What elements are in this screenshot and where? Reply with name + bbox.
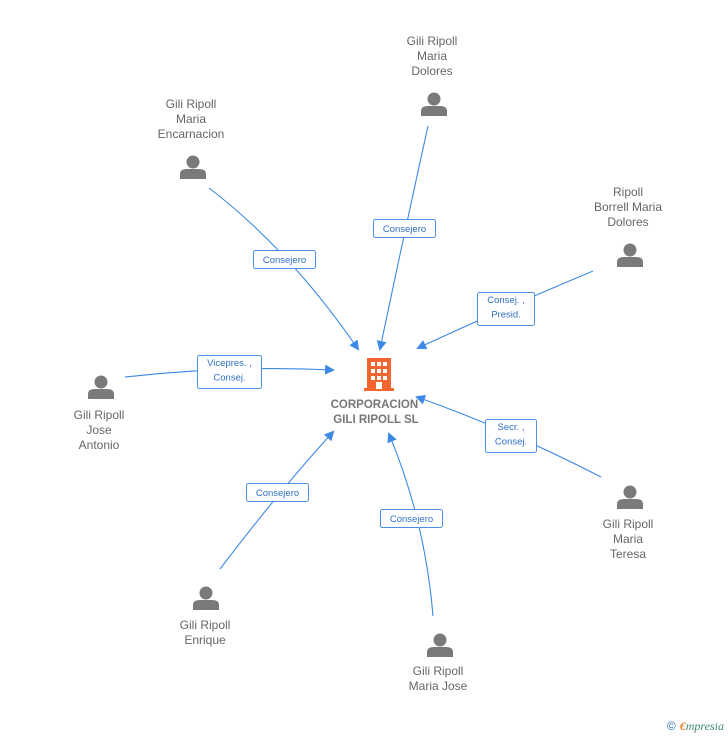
role-box (380, 509, 443, 528)
role-label-maria-encarnacion[interactable]: Consejero (253, 250, 316, 269)
role-label-ripoll-borrell[interactable]: Consej. , Presid. (477, 292, 535, 326)
role-box (485, 419, 537, 453)
person-icon (193, 586, 219, 610)
edges (124, 125, 602, 617)
person-icon (421, 92, 447, 116)
role-text-line: Consejero (383, 224, 426, 235)
person-icon (180, 155, 206, 179)
role-box (253, 250, 316, 269)
person-name-line: Maria (176, 112, 206, 126)
person-icon (617, 243, 643, 267)
building-icon (364, 358, 394, 391)
role-label-maria-dolores[interactable]: Consejero (373, 219, 436, 238)
role-text-line: Consejero (263, 255, 306, 266)
person-name-line: Antonio (79, 438, 120, 452)
role-box (373, 219, 436, 238)
person-name-line: Borrell Maria (594, 200, 662, 214)
copyright-symbol: © (666, 719, 676, 733)
role-box (197, 355, 262, 389)
person-name-line: Dolores (607, 215, 648, 229)
person-name-line: Gili Ripoll (413, 664, 464, 678)
role-text-line: Consejero (390, 514, 433, 525)
role-text-line: Consej. , (487, 295, 525, 306)
person-name-line: Teresa (610, 547, 646, 561)
person-name-line: Gili Ripoll (166, 97, 217, 111)
person-name-line: Gili Ripoll (407, 34, 458, 48)
person-name-line: Maria (417, 49, 447, 63)
role-label-enrique[interactable]: Consejero (246, 483, 309, 502)
person-name-line: Maria Jose (409, 679, 468, 693)
person-icon (427, 633, 453, 657)
person-name-line: Gili Ripoll (74, 408, 125, 422)
brand-initial: € (679, 719, 686, 733)
role-text-line: Consej. (213, 373, 245, 384)
role-text: Consejero (263, 255, 306, 266)
person-name-line: Gili Ripoll (180, 618, 231, 632)
role-label-jose-antonio[interactable]: Vicepres. , Consej. (197, 355, 262, 389)
person-name-line: Ripoll (613, 185, 643, 199)
role-text-line: Consej. (495, 437, 527, 448)
role-box (246, 483, 309, 502)
role-text-line: Consejero (256, 488, 299, 499)
person-name-line: Enrique (184, 633, 226, 647)
role-text: Consejero (383, 224, 426, 235)
role-text: Consejero (256, 488, 299, 499)
person-icon (617, 485, 643, 509)
person-name-line: Jose (86, 423, 112, 437)
role-box (477, 292, 535, 326)
empresia-watermark: ©€mpresia (667, 719, 724, 734)
company-name-line: CORPORACION (331, 399, 419, 411)
company-name-line: GILI RIPOLL SL (333, 414, 418, 426)
role-text: Consej. , Presid. (487, 295, 525, 321)
role-text-line: Vicepres. , (207, 358, 252, 369)
company-name: CORPORACION GILI RIPOLL SL (331, 399, 422, 426)
role-text-line: Presid. (491, 310, 521, 321)
person-name-line: Gili Ripoll (603, 517, 654, 531)
role-label-maria-teresa[interactable]: Secr. , Consej. (485, 419, 537, 453)
person-name-line: Dolores (411, 64, 452, 78)
company-node[interactable]: CORPORACION GILI RIPOLL SL (331, 358, 422, 426)
person-icon (88, 375, 114, 399)
role-text: Secr. , Consej. (495, 422, 527, 448)
role-text: Consejero (390, 514, 433, 525)
person-name-line: Maria (613, 532, 643, 546)
role-text: Vicepres. , Consej. (207, 358, 252, 384)
role-text-line: Secr. , (498, 422, 525, 433)
brand-name: mpresia (685, 719, 724, 733)
role-label-maria-jose[interactable]: Consejero (380, 509, 443, 528)
person-name-line: Encarnacion (158, 127, 225, 141)
